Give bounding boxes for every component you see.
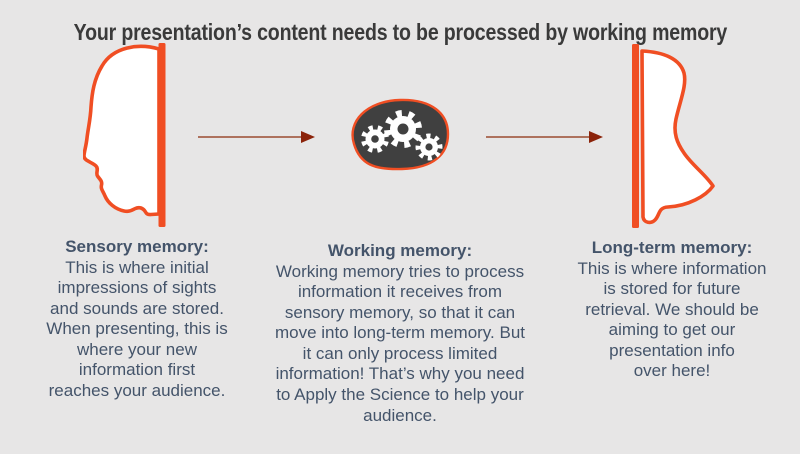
long-term-memory-text: This is where information is stored for … [577, 258, 767, 381]
long-term-memory-heading: Long-term memory: [591, 238, 753, 257]
gear-icon [361, 125, 389, 153]
gear-icon [415, 133, 443, 161]
long-term-memory-column: Long-term memory: This is where informat… [542, 238, 800, 382]
arrow-right-icon [486, 131, 603, 143]
working-memory-text: Working memory tries to process informat… [274, 261, 526, 425]
head-back-icon [632, 44, 715, 228]
page-title-text: Your presentation’s content needs to be … [73, 19, 727, 46]
brain-gears-icon [351, 98, 450, 171]
page-title: Your presentation’s content needs to be … [0, 19, 800, 46]
sensory-memory-text: This is where initial impressions of sig… [46, 257, 228, 400]
face-profile-icon [83, 43, 166, 227]
gear-icon [384, 110, 422, 148]
working-memory-column: Working memory: Working memory tries to … [245, 241, 555, 426]
working-memory-heading: Working memory: [327, 241, 473, 260]
sensory-memory-heading: Sensory memory: [65, 237, 209, 256]
arrow-right-icon [198, 131, 315, 143]
sensory-memory-column: Sensory memory: This is where initial im… [17, 237, 257, 402]
